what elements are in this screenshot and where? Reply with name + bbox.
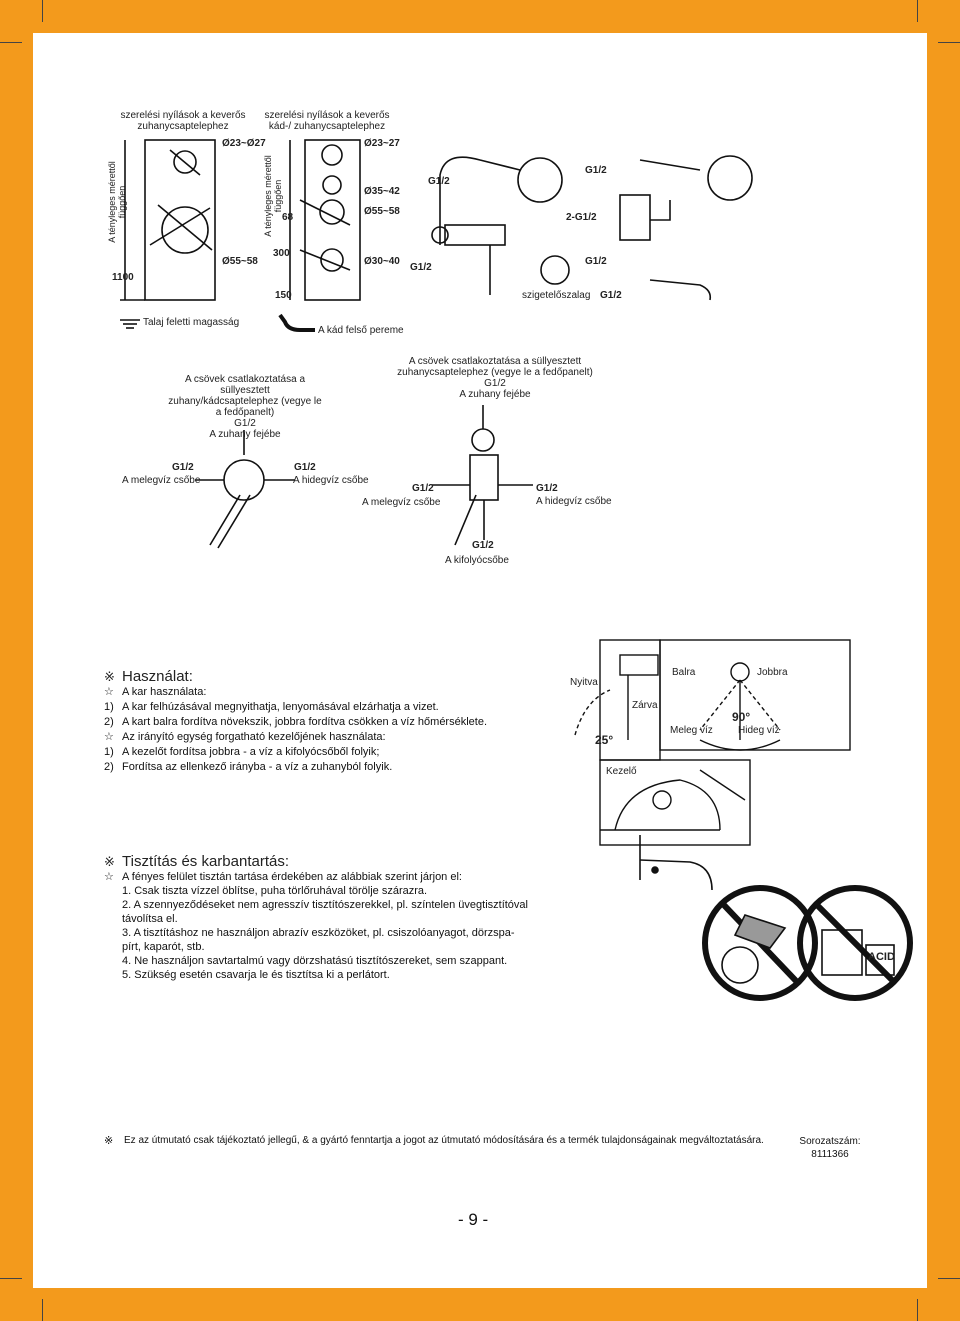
thread-label: G1/2 — [585, 165, 607, 176]
crop-mark — [0, 42, 22, 43]
crop-mark — [0, 1278, 22, 1279]
thread-label: G1/2 — [536, 483, 558, 494]
thread-label: G1/2 — [410, 262, 432, 273]
angle-label: 90° — [732, 710, 751, 724]
usage-line: ☆A kar használata: — [104, 686, 207, 698]
crop-mark — [938, 1278, 960, 1279]
disclaimer: Ez az útmutató csak tájékoztató jellegű,… — [124, 1135, 764, 1146]
cleaning-line: 3. A tisztításhoz ne használjon abrazív … — [122, 927, 515, 939]
crop-mark — [938, 42, 960, 43]
footer-note-icon: ※ — [104, 1135, 114, 1147]
thread-label: G1/2 — [428, 176, 450, 187]
cold-water-label: A hidegvíz csőbe — [536, 496, 612, 507]
cleaning-line: távolítsa el. — [122, 913, 178, 925]
usage-line: 1)A kar felhúzásával megnyithatja, lenyo… — [104, 701, 439, 713]
crop-mark — [42, 1299, 43, 1321]
label-mixer-shower: szerelési nyílások a keverős zuhanycsapt… — [120, 110, 246, 132]
thread-label: 2-G1/2 — [566, 212, 597, 223]
left-connection-title: A csövek csatlakoztatása a süllyesztett … — [168, 374, 322, 440]
cleaning-heading: ※Tisztítás és karbantartás: — [104, 853, 290, 870]
dim-label: 1100 — [112, 272, 134, 283]
usage-line: 2)Fordítsa az ellenkező irányba - a víz … — [104, 761, 393, 773]
dim-label: Ø30~40 — [364, 256, 400, 267]
usage-line: 1)A kezelőt fordítsa jobbra - a víz a ki… — [104, 746, 380, 758]
tape-label: szigetelőszalag — [522, 290, 591, 301]
label-mixer-bath: szerelési nyílások a keverős kád-/ zuhan… — [264, 110, 390, 132]
thread-label: G1/2 — [585, 256, 607, 267]
crop-mark — [42, 0, 43, 22]
dim-label: 300 — [273, 248, 290, 259]
thread-label: G1/2 — [472, 540, 494, 551]
cold-water-label: A hidegvíz csőbe — [293, 475, 369, 486]
dim-label: Ø35~42 — [364, 186, 400, 197]
cleaning-line: pírt, kaparót, stb. — [122, 941, 205, 953]
page — [33, 33, 927, 1288]
page-number: - 9 - — [458, 1210, 489, 1229]
warm-water-label: A melegvíz csőbe — [362, 497, 441, 508]
serial-number: Sorozatszám: 8111366 — [790, 1135, 870, 1161]
bath-rim-label: A kád felső pereme — [318, 325, 404, 336]
thread-label: G1/2 — [294, 462, 316, 473]
no-acid-icon — [797, 885, 913, 1001]
left-label: Balra — [672, 667, 696, 678]
open-label: Nyitva — [570, 677, 598, 688]
dim-label: Ø23~27 — [364, 138, 400, 149]
cleaning-line: 1. Csak tiszta vízzel öblítse, puha törl… — [122, 885, 428, 897]
cleaning-line: 4. Ne használjon savtartalmú vagy dörzsh… — [122, 955, 508, 967]
dim-label: Ø55~58 — [364, 206, 400, 217]
floor-height-label: Talaj feletti magasság — [143, 317, 240, 328]
angle-label: 25° — [595, 733, 614, 747]
right-label: Jobbra — [757, 667, 788, 678]
dim-label: 68 — [282, 212, 294, 223]
serial-label: Sorozatszám: — [799, 1136, 861, 1147]
outlet-label: A kifolyócsőbe — [445, 555, 509, 566]
usage-line: 2)A kart balra fordítva növekszik, jobbr… — [104, 716, 488, 728]
knob-label: Kezelő — [606, 766, 637, 777]
thread-label: G1/2 — [600, 290, 622, 301]
warm-label: Meleg víz — [670, 725, 713, 736]
cold-label: Hideg víz — [738, 725, 780, 736]
cleaning-line: 2. A szennyeződéseket nem agresszív tisz… — [122, 899, 528, 911]
cleaning-line: 5. Szükség esetén csavarja le és tisztít… — [122, 969, 390, 981]
thread-label: G1/2 — [172, 462, 194, 473]
thread-label: G1/2 — [412, 483, 434, 494]
no-abrasives-icon — [702, 885, 818, 1001]
dim-label: 150 — [275, 290, 292, 301]
usage-heading: ※Használat: — [104, 668, 193, 685]
cleaning-line: ☆A fényes felület tisztán tartása érdeké… — [104, 871, 462, 883]
right-connection-title: A csövek csatlakoztatása a süllyesztett … — [397, 356, 593, 400]
serial-value: 8111366 — [811, 1149, 849, 1160]
dim-label: Ø55~58 — [222, 256, 258, 267]
close-label: Zárva — [632, 700, 658, 711]
warm-water-label: A melegvíz csőbe — [122, 475, 201, 486]
note-icon: ※ — [104, 669, 115, 684]
crop-mark — [917, 0, 918, 22]
note-icon: ※ — [104, 854, 115, 869]
usage-line: ☆Az irányító egység forgatható kezelőjén… — [104, 731, 386, 743]
acid-label: ACID — [868, 951, 895, 963]
dim-label: Ø23~Ø27 — [222, 138, 266, 149]
crop-mark — [917, 1299, 918, 1321]
